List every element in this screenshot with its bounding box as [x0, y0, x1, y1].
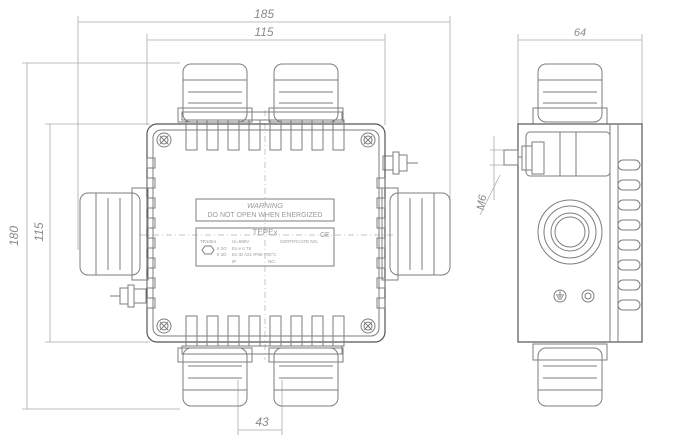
- plate-line3-a: II 2D: [217, 252, 227, 257]
- plate-line2-a: II 2G: [217, 246, 227, 251]
- warning-plate: WARNING DO NOT OPEN WHEN ENERGIZED: [195, 198, 335, 222]
- bottom-cable-gland-left: [177, 347, 253, 407]
- side-view: [503, 63, 643, 407]
- dim-overall-width: 185: [254, 7, 274, 21]
- side-right-fins: [617, 159, 641, 311]
- right-cable-gland: [381, 187, 451, 281]
- dim-gland-pitch: 43: [255, 415, 269, 429]
- left-fins: [146, 157, 156, 309]
- bottom-cable-gland-right: [268, 347, 344, 407]
- plate-line4-b: NO.: [268, 259, 276, 264]
- side-vent-plug: [581, 289, 595, 303]
- plate-line1-left: TR1064: [200, 239, 217, 244]
- dim-body-height: 115: [32, 222, 46, 241]
- plate-line4-a: IP: [232, 259, 236, 264]
- earth-stud-right: [382, 151, 418, 175]
- side-earth-stud: [503, 141, 545, 175]
- ce-mark: CE: [320, 232, 330, 239]
- plate-line1-right: CERTIFICATE NO.: [280, 239, 318, 244]
- bottom-fins: [181, 315, 345, 355]
- earth-symbol-icon: [553, 289, 567, 303]
- plate-line3-b: Ex tD A21 IP66 T80°C: [232, 252, 277, 257]
- warning-text: DO NOT OPEN WHEN ENERGIZED: [208, 212, 323, 219]
- rating-plate: TEPEx TR1064 Ui=690V CERTIFICATE NO. CE …: [195, 227, 335, 267]
- side-gland-entry: [537, 199, 603, 265]
- plate-line1-mid: Ui=690V: [232, 239, 249, 244]
- dim-depth: 64: [574, 27, 586, 39]
- top-fins: [181, 111, 345, 151]
- side-enclosure-body: [517, 123, 643, 343]
- dim-thread: M6: [475, 193, 490, 211]
- top-cable-gland-right: [268, 63, 344, 123]
- dim-overall-height: 180: [7, 226, 21, 246]
- dim-body-width: 115: [254, 25, 273, 39]
- plate-line2-b: Ex e II T6: [232, 246, 252, 251]
- left-cable-gland: [79, 187, 149, 281]
- side-top-cable-gland: [532, 63, 608, 125]
- side-bottom-cable-gland: [532, 343, 608, 407]
- earth-stud-left: [110, 284, 147, 308]
- corner-screws: [156, 132, 376, 334]
- ex-hexagon-icon: [201, 245, 215, 255]
- warning-title: WARNING: [247, 201, 283, 210]
- enclosure-body: [146, 123, 386, 343]
- brand-logo: TEPEx: [253, 228, 278, 237]
- top-cable-gland-left: [177, 63, 253, 123]
- dimension-lines: [22, 16, 643, 435]
- right-fins: [376, 177, 386, 309]
- front-view: WARNING DO NOT OPEN WHEN ENERGIZED TEPEx…: [79, 63, 451, 407]
